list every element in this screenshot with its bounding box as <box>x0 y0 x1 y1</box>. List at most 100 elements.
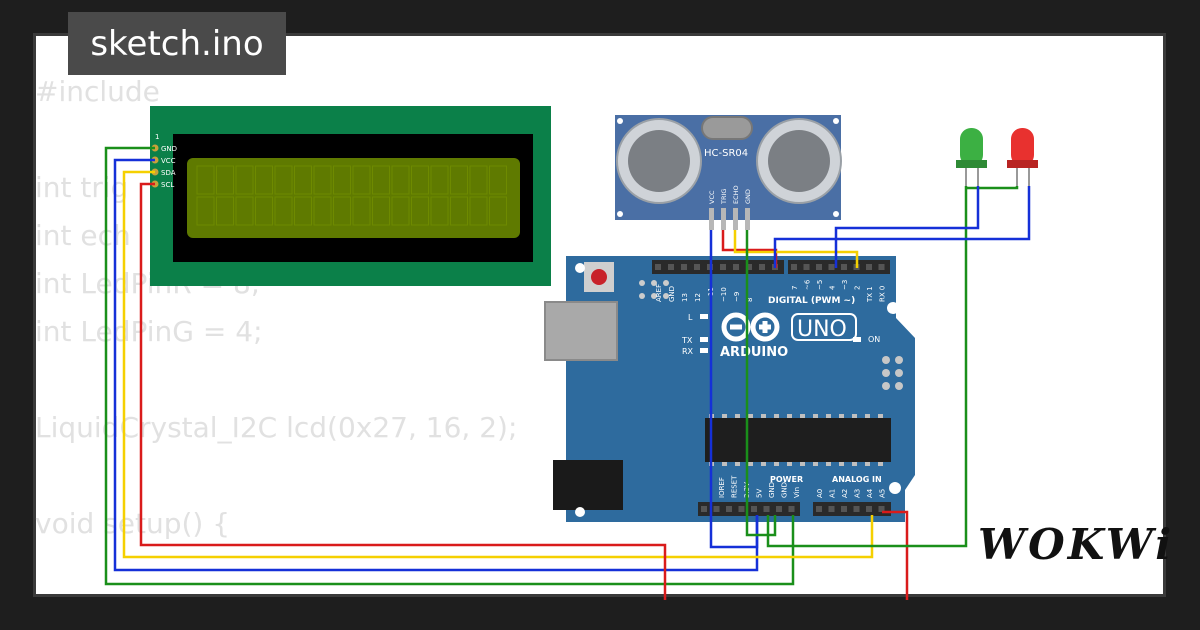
digital-header <box>652 260 890 274</box>
header-hole <box>694 264 700 270</box>
wires <box>104 146 1031 600</box>
power-pin-label: GND <box>781 482 789 498</box>
digital-pin-label: 7 <box>791 286 799 290</box>
header-hole <box>878 506 885 512</box>
lcd-cell <box>274 196 293 226</box>
chip-leg <box>839 462 844 466</box>
header-hole <box>759 264 765 270</box>
header-hole <box>866 264 872 270</box>
lcd-cell <box>333 165 351 195</box>
wire-sensor-echo <box>733 230 859 268</box>
lcd-cell <box>313 196 332 226</box>
header-hole <box>776 506 782 512</box>
lcd-cell <box>450 196 468 226</box>
digital-pin-label: GND <box>668 286 676 302</box>
digital-pin-label: RX 0 <box>879 286 887 302</box>
file-tab[interactable]: sketch.ino <box>68 12 286 75</box>
header-hole <box>746 264 752 270</box>
power-header <box>698 502 800 516</box>
lcd-cell <box>469 165 488 195</box>
lcd-cell <box>352 196 371 226</box>
chip-leg <box>761 414 766 418</box>
header-hole <box>726 506 732 512</box>
header-hole <box>853 506 860 512</box>
chip-leg <box>878 414 883 418</box>
chip-leg <box>813 414 818 418</box>
lcd-cell <box>352 165 371 195</box>
lcd-cell <box>411 165 429 195</box>
lcd-module[interactable]: 1 GND VCC SDA SCL <box>150 106 551 286</box>
arduino-uno-board[interactable]: UNO ARDUINO DIGITAL (PWM ~) POWER ANALOG… <box>544 256 915 522</box>
analog-pin-label: A5 <box>879 489 887 498</box>
digital-pin-label: 8 <box>746 298 754 302</box>
analog-pin-label: A2 <box>841 489 849 498</box>
digital-pin-label: 2 <box>854 286 862 290</box>
chip-leg <box>865 414 870 418</box>
lcd-cell <box>235 165 254 195</box>
power-pin-label: Vin <box>793 487 801 498</box>
lcd-cell <box>313 165 332 195</box>
header-hole <box>828 506 835 512</box>
header-hole <box>828 264 835 270</box>
wire-lcd-sda <box>122 170 874 559</box>
wire-lcd-gnd <box>104 146 795 586</box>
chip-leg <box>878 462 883 466</box>
header-hole <box>713 506 720 512</box>
lcd-cell <box>235 196 254 226</box>
header-hole <box>803 264 810 270</box>
lcd-pin-scl: SCL <box>161 181 174 189</box>
chip-leg <box>865 462 870 466</box>
header-hole <box>816 506 822 512</box>
power-label: POWER <box>770 475 803 484</box>
sensor-pin-gnd: GND <box>744 189 752 204</box>
lcd-cell <box>430 165 449 195</box>
digital-pin-label: 4 <box>829 285 837 290</box>
led-on-label: ON <box>868 335 880 344</box>
chip-leg <box>748 462 753 466</box>
ultrasonic-sensor[interactable]: HC-SR04 VCC TRIG ECHO GND <box>615 115 842 230</box>
header-hole <box>701 506 707 512</box>
digital-pin-label: ~5 <box>816 280 824 290</box>
analog-pin-label: A1 <box>829 489 837 498</box>
chip-leg <box>748 414 753 418</box>
chip-leg <box>852 462 857 466</box>
led-l-label: L <box>688 313 693 322</box>
header-hole <box>841 264 847 270</box>
lcd-cell <box>216 196 234 226</box>
lcd-cell <box>430 196 449 226</box>
chip-leg <box>800 462 805 466</box>
lcd-cell <box>411 196 429 226</box>
sensor-pin-vcc: VCC <box>708 190 716 204</box>
header-hole <box>841 506 847 512</box>
power-pin-label: 5V <box>756 489 764 498</box>
digital-label: DIGITAL (PWM ~) <box>768 296 855 306</box>
lcd-cell <box>489 196 507 226</box>
header-hole <box>668 264 674 270</box>
header-hole <box>738 506 745 512</box>
chip-leg <box>826 414 831 418</box>
analog-pin-label: A4 <box>866 488 874 498</box>
wire-led-red-gnd <box>966 186 1019 190</box>
lcd-pin-1: 1 <box>155 133 159 141</box>
chip-leg <box>813 462 818 466</box>
chip-leg <box>722 462 727 466</box>
led-green[interactable] <box>956 128 987 188</box>
header-hole <box>763 506 770 512</box>
sensor-label: HC-SR04 <box>704 148 748 159</box>
chip-leg <box>722 414 727 418</box>
lcd-cell <box>391 165 410 195</box>
wire-lcd-vcc <box>113 158 759 572</box>
lcd-cell <box>255 165 273 195</box>
wire-led-green-anode <box>834 186 980 268</box>
header-hole <box>791 264 797 270</box>
lcd-cell <box>255 196 273 226</box>
led-red[interactable] <box>1007 128 1038 188</box>
led-tx-label: TX <box>681 336 693 345</box>
chip-leg <box>735 414 740 418</box>
lcd-cell <box>391 196 410 226</box>
arduino-model: UNO <box>797 317 847 342</box>
chip-leg <box>761 462 766 466</box>
lcd-pin-gnd: GND <box>161 145 177 153</box>
power-pin-label: IOREF <box>718 477 726 498</box>
lcd-cell <box>372 196 390 226</box>
